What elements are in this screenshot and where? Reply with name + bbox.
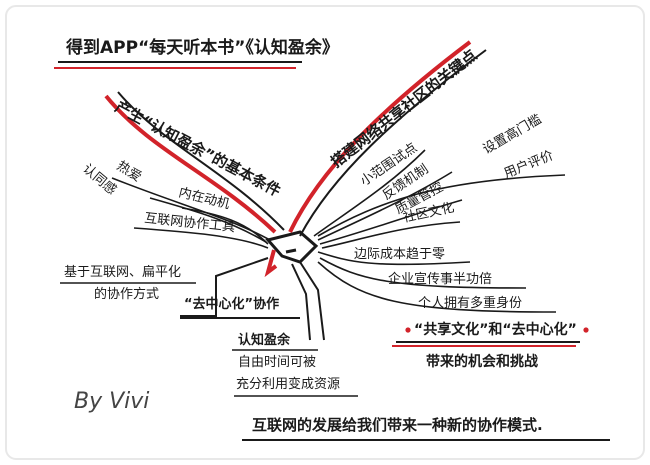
bottom-detail-2: 充分利用变成资源 [236,376,340,392]
right-sub-line-3 [319,199,463,245]
left-branch-outline [117,91,285,231]
lower-right-item-identity: 个人拥有多重身份 [418,295,522,311]
left-branch-red-stroke [104,94,277,234]
right-branch-red-stroke [288,40,472,233]
lower-right-title-1: “共享文化”和“去中心化” [414,321,577,338]
conclusion-text: 互联网的发展给我们带来一种新的协作模式. [252,416,543,434]
lower-right-title-2: 带来的机会和挑战 [426,353,538,370]
bottom-detail-1: 自由时间可被 [238,355,316,370]
lower-right-line-2 [319,257,527,289]
right-sub-line-1 [313,149,426,237]
bottom-connector-inner [291,263,311,341]
left-sub-line-3 [181,207,269,245]
center-eye [285,248,297,254]
title-text: 得到APP“每天听本书”《认知盈余》 [65,37,339,58]
right-branch-outline [299,49,487,237]
right-sub-line-4 [321,221,461,249]
bottom-title: 认知盈余 [238,332,291,348]
center-figure [265,230,319,264]
right-sub-line-5 [317,174,566,237]
left-sub-line-4 [133,227,269,249]
lower-right-item-cost: 边际成本趋于零 [354,247,445,262]
lower-right-item-marketing: 企业宣传事半功倍 [388,271,492,287]
right-sub-line-2 [317,171,453,241]
middle-left-detail-2: 的协作方式 [94,286,159,302]
lower-right-line-1 [317,251,471,266]
lower-right-dot-left [405,327,411,333]
left-sub-line-2 [149,197,267,243]
middle-left-connector [180,257,269,317]
lower-right-dot-right [583,327,589,333]
bottom-connector-outline [299,261,325,341]
middle-left-title: “去中心化”协作 [184,296,279,312]
center-figure-red [264,249,278,278]
middle-left-detail-1: 基于互联网、扁平化 [64,265,181,280]
lower-right-line-3 [317,261,557,313]
signature: By Vivi [74,389,149,414]
